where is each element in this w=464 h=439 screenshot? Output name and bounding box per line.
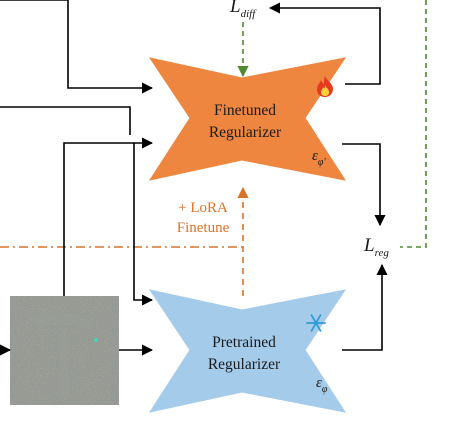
- finetuned-title-line2: Regularizer: [209, 124, 282, 141]
- finetuned-symbol-sub: φ': [318, 157, 327, 168]
- pretrained-title-line1: Pretrained: [212, 334, 276, 351]
- pretrained-regularizer-shape: [148, 289, 347, 413]
- pretrained-regularizer-block: Pretrained Regularizer εφ: [148, 289, 347, 413]
- finetuned-symbol: εφ': [312, 148, 326, 168]
- connectors: [0, 0, 427, 356]
- finetuned-to-loss-diff-arrow: [268, 2, 381, 85]
- image-to-finetuned-arrow: [63, 137, 154, 296]
- loss-reg-base: L: [363, 235, 375, 256]
- snowflake-icon: [306, 314, 326, 332]
- left-input-line: [0, 106, 131, 135]
- lora-label-line2: Finetune: [177, 220, 230, 236]
- pretrained-symbol-base: ε: [316, 375, 322, 391]
- junction-vertical-line: [133, 143, 154, 306]
- loss-diff-label: Ldiff: [229, 0, 257, 20]
- finetuned-symbol-base: ε: [312, 148, 318, 164]
- loss-diff-sub: diff: [241, 8, 258, 20]
- pretrained-symbol-sub: φ: [322, 384, 328, 395]
- pretrained-title-line2: Regularizer: [208, 356, 281, 373]
- noisy-input-image: [10, 296, 119, 405]
- loss-reg-sub: reg: [375, 247, 390, 259]
- pretrained-symbol: εφ: [316, 375, 328, 395]
- pretrained-to-loss-reg-arrow: [342, 263, 388, 351]
- finetuned-regularizer-block: Finetuned Regularizer εφ': [148, 57, 347, 181]
- loss-reg-label: Lreg: [363, 235, 389, 259]
- loss-diff-base: L: [229, 0, 241, 17]
- finetuned-to-loss-reg-arrow: [342, 143, 386, 227]
- fire-icon: [317, 76, 333, 97]
- top-input-arrow: [0, 0, 154, 94]
- lora-label-line1: + LoRA: [178, 200, 228, 216]
- finetuned-regularizer-shape: [148, 57, 347, 181]
- finetuned-title-line1: Finetuned: [214, 102, 276, 119]
- green-dashed-reg-line: [400, 0, 427, 248]
